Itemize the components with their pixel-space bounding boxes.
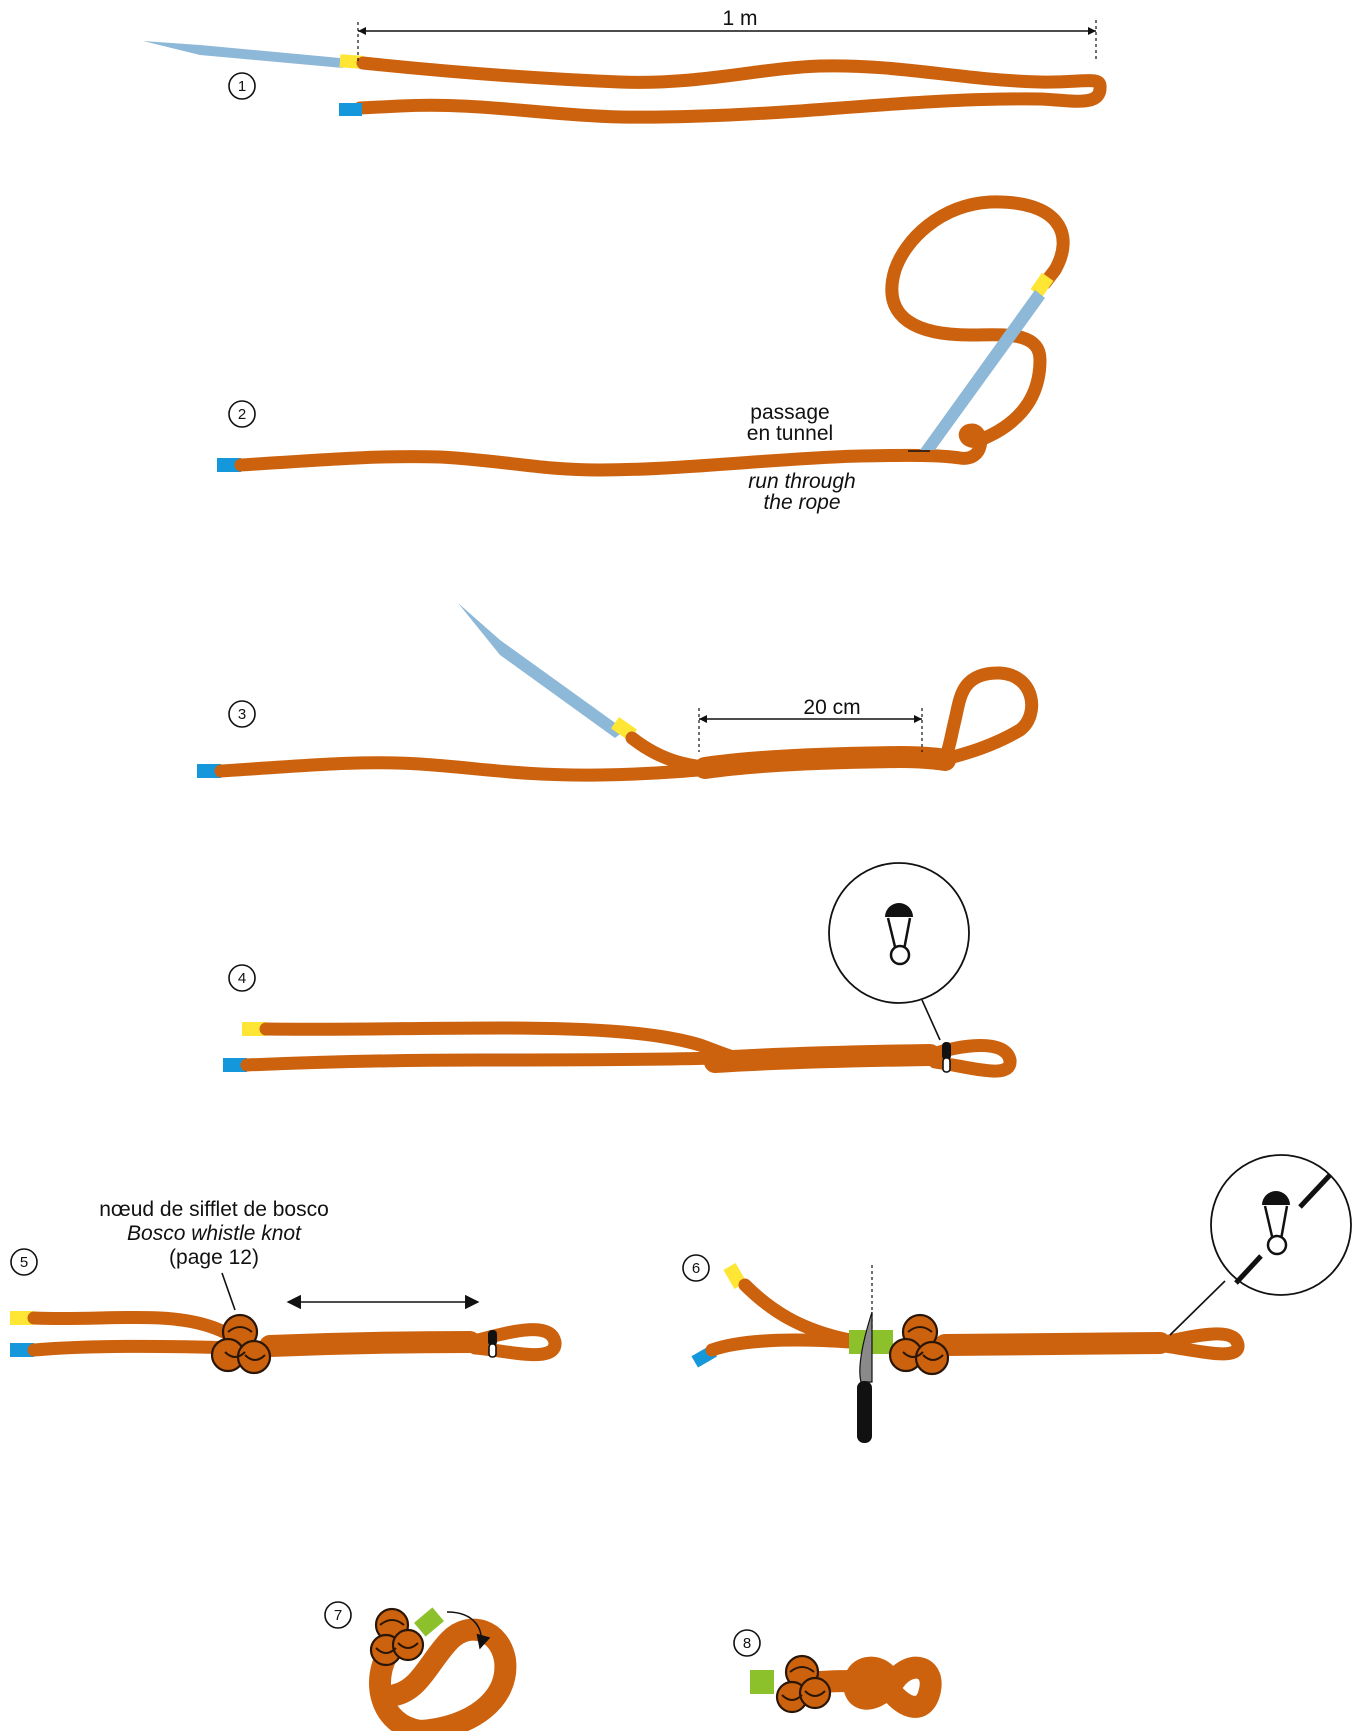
step-2: 2 passage en tunnel run through the rope <box>217 195 1070 514</box>
yellow-tape <box>242 1022 266 1036</box>
bosco-whistle-knot <box>775 1654 832 1714</box>
step-7: 7 <box>324 1601 517 1731</box>
rope <box>259 1021 757 1067</box>
cut-line <box>1234 1173 1332 1285</box>
rope-doubled <box>259 1331 481 1357</box>
blue-tape <box>223 1058 247 1072</box>
rope-loop <box>928 666 1039 769</box>
step-4-badge: 4 <box>228 964 256 992</box>
rope-doubled <box>704 1044 941 1073</box>
needle <box>458 603 625 738</box>
rope-figure-eight <box>809 1656 942 1718</box>
safety-pin-icon <box>1262 1191 1290 1256</box>
label-knot-fr: nœud de sifflet de bosco <box>99 1198 329 1221</box>
rope-loop <box>923 1039 1017 1078</box>
safety-pin-icon <box>942 1042 951 1073</box>
label-page: (page 12) <box>169 1246 259 1269</box>
rope-doubled <box>934 1332 1171 1356</box>
bosco-whistle-knot <box>210 1313 272 1375</box>
knife-icon <box>857 1311 873 1443</box>
step-1: 1 1 m <box>143 7 1107 124</box>
step-6-badge: 6 <box>682 1254 710 1282</box>
bosco-whistle-knot <box>888 1313 950 1376</box>
rope <box>353 56 1107 124</box>
label-en-tunnel: en tunnel <box>747 422 833 445</box>
rope-loop <box>1153 1327 1245 1361</box>
label-passage: passage <box>750 401 829 424</box>
svg-text:6: 6 <box>692 1260 700 1277</box>
dimension-20cm: 20 cm <box>698 696 923 752</box>
rope <box>234 195 1070 477</box>
step-3-badge: 3 <box>228 700 256 728</box>
rope <box>27 1310 247 1349</box>
green-tape <box>414 1607 444 1637</box>
svg-text:5: 5 <box>20 1254 28 1271</box>
step-7-badge: 7 <box>324 1601 352 1629</box>
label-knot-en: Bosco whistle knot <box>127 1222 302 1245</box>
svg-text:3: 3 <box>238 706 246 723</box>
rope <box>240 1051 727 1072</box>
yellow-tape <box>10 1311 34 1325</box>
step-3: 3 20 cm <box>197 603 1039 782</box>
step-8: 8 <box>733 1629 942 1718</box>
safety-pin-icon <box>488 1330 497 1358</box>
blue-tape <box>197 764 221 778</box>
dimension-1m: 1 m <box>357 7 1097 62</box>
label-the-rope: the rope <box>763 491 840 514</box>
blue-tape <box>10 1343 34 1357</box>
svg-text:4: 4 <box>238 970 246 987</box>
step-6: 6 <box>682 1154 1352 1443</box>
zoom-circle <box>828 862 970 1004</box>
safety-pin-icon <box>885 903 913 966</box>
rope <box>738 1278 857 1347</box>
svg-text:8: 8 <box>743 1635 751 1652</box>
step-2-badge: 2 <box>228 400 256 428</box>
label-run-through: run through <box>748 470 855 493</box>
blue-tape <box>217 458 241 472</box>
step-4: 4 <box>223 862 1017 1078</box>
rope <box>27 1339 242 1357</box>
green-tape <box>750 1670 774 1694</box>
needle <box>920 290 1045 450</box>
svg-text:7: 7 <box>334 1607 342 1624</box>
svg-text:2: 2 <box>238 406 246 423</box>
svg-text:1: 1 <box>238 78 246 95</box>
step-1-badge: 1 <box>228 72 256 100</box>
needle <box>143 41 343 68</box>
step-5-badge: 5 <box>10 1248 38 1276</box>
dimension-label: 1 m <box>722 7 757 30</box>
rope <box>214 756 747 782</box>
blue-tape <box>339 103 362 116</box>
bosco-whistle-knot <box>369 1607 425 1667</box>
step-8-badge: 8 <box>733 1629 761 1657</box>
rope <box>705 1333 857 1357</box>
rope-doubled <box>694 746 956 779</box>
rope-loop <box>463 1323 562 1362</box>
curved-arrow-icon <box>446 1611 491 1650</box>
step-5: 5 nœud de sifflet de bosco Bosco whistle… <box>10 1198 562 1375</box>
dimension-label: 20 cm <box>803 696 860 719</box>
